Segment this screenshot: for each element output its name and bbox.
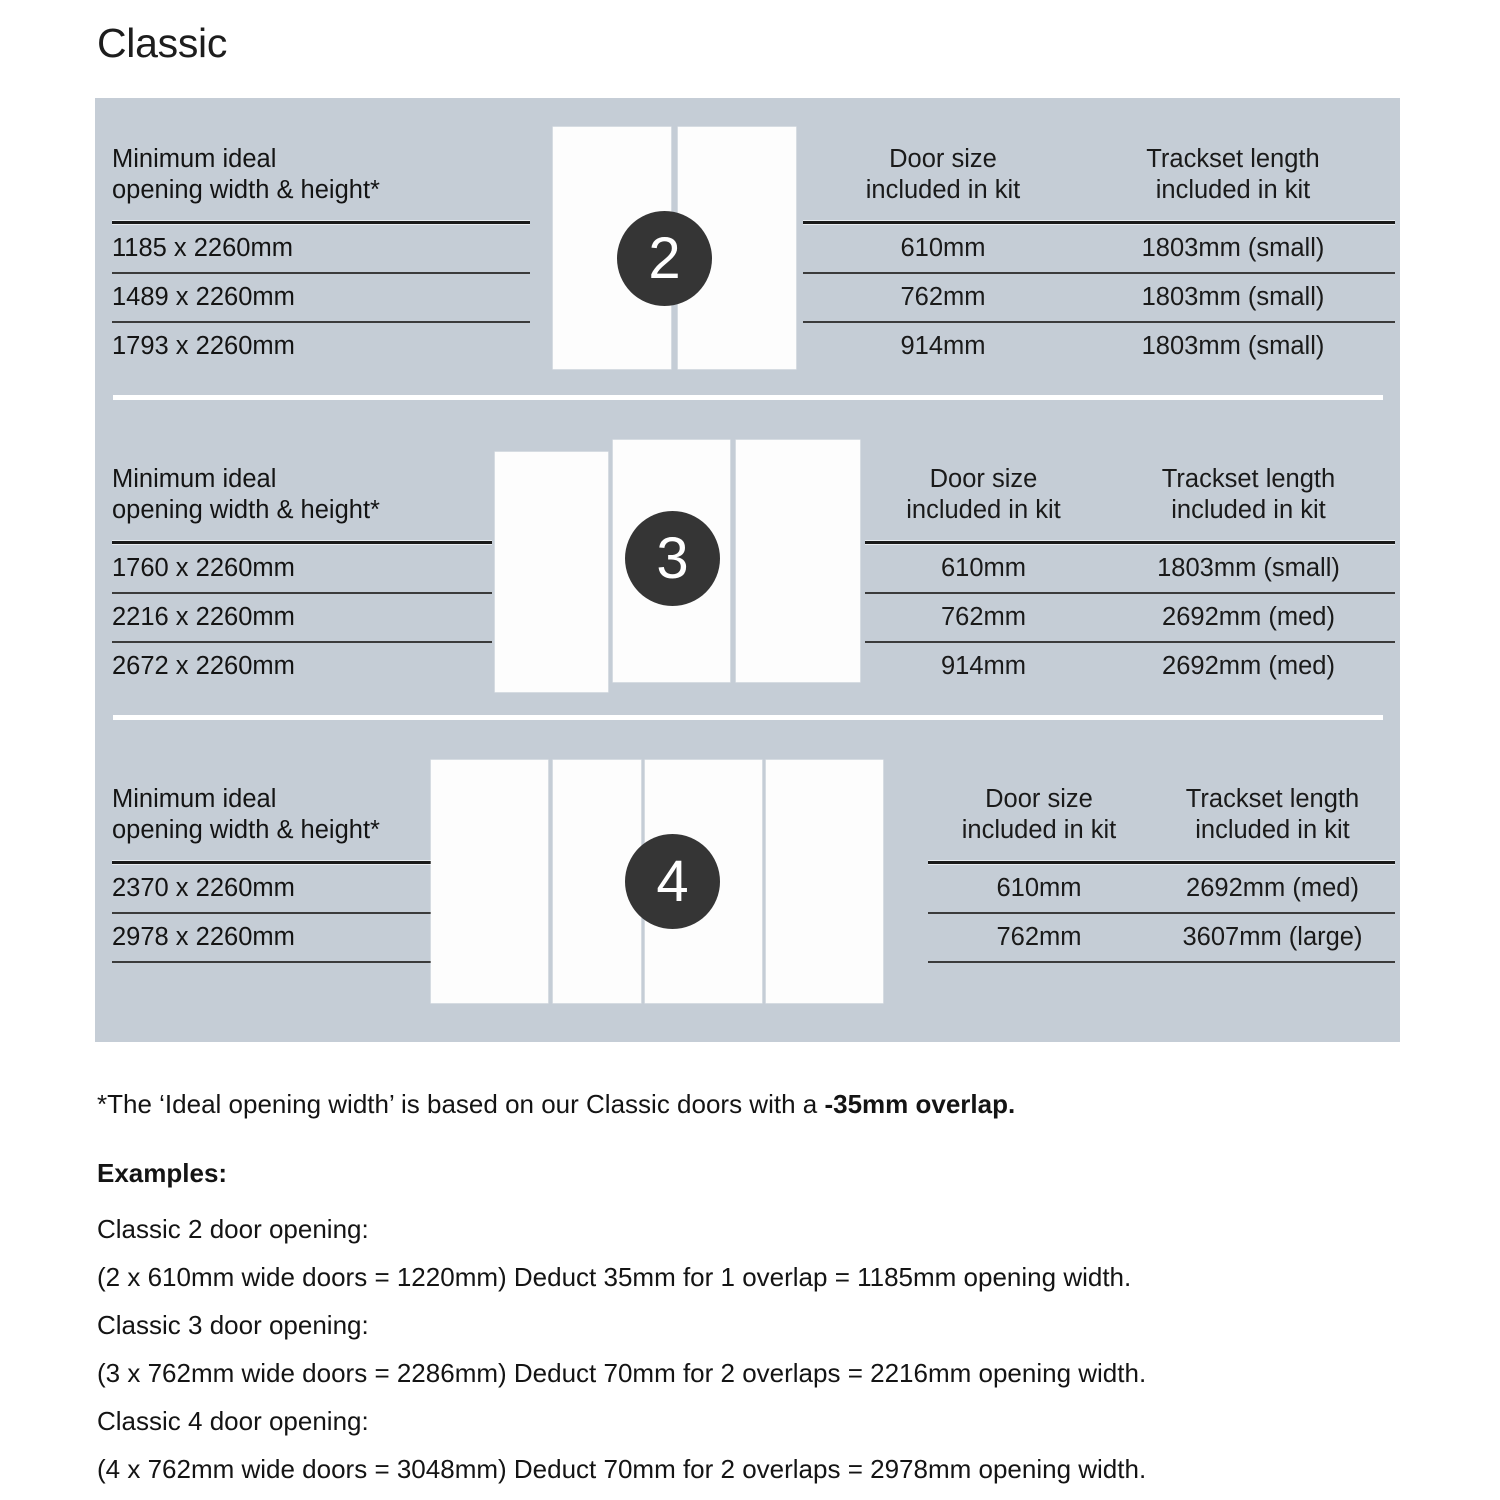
door-count-badge: 3 [625,511,720,606]
table-row: 1185 x 2260mm [112,234,293,262]
opening-column-header: Minimum ideal opening width & height* [112,785,380,844]
trackset-cell: 1803mm (small) [1141,283,1325,311]
trackset-cell: 2692mm (med) [1162,603,1335,631]
trackset-header: Trackset length included in kit [1146,145,1320,204]
rule-thin [928,912,1395,914]
example-line: Classic 3 door opening: [97,1310,369,1340]
rule-thin [112,961,434,963]
example-line: (4 x 762mm wide doors = 3048mm) Deduct 7… [97,1454,1147,1484]
door-panel [431,760,548,1003]
door-size-cell: 914mm [940,652,1027,680]
example-line: (3 x 762mm wide doors = 2286mm) Deduct 7… [97,1358,1147,1388]
rule-thin [865,641,1395,643]
sizing-table-panel: Minimum ideal opening width & height* 11… [95,98,1400,1042]
footnote-emphasis: -35mm overlap. [824,1089,1016,1119]
section-2-door: Minimum ideal opening width & height* 11… [95,98,1400,395]
section-divider [113,395,1383,400]
table-row: 610mm 1803mm (small) [865,545,1400,592]
opening-column-2: Minimum ideal opening width & height* 17… [112,464,542,690]
kit-column-headers: Door size included in kit Trackset lengt… [803,144,1400,206]
door-size-cell: 762mm [900,283,986,311]
section-divider [113,715,1383,720]
table-row: 762mm 3607mm (large) [928,914,1400,961]
table-row: 610mm 1803mm (small) [803,225,1400,272]
rule-thick [112,540,492,545]
opening-column-1: Minimum ideal opening width & height* 11… [112,144,542,370]
rule-thick [803,220,1395,225]
trackset-cell: 2692mm (med) [1162,652,1335,680]
door-size-cell: 762mm [996,923,1082,951]
trackset-cell: 1803mm (small) [1157,554,1340,582]
table-row: 1793 x 2260mm [112,332,295,360]
examples-heading: Examples: [97,1158,228,1188]
kit-columns-2: Door size included in kit Trackset lengt… [865,464,1400,690]
opening-column-header: Minimum ideal opening width & height* [112,145,380,204]
door-size-header: Door size included in kit [865,145,1021,204]
table-row: 1760 x 2260mm [112,554,295,582]
rule-thin [112,321,530,323]
door-size-cell: 762mm [940,603,1027,631]
rule-thin [865,592,1395,594]
rule-thin [112,592,492,594]
kit-rows-2: 610mm 1803mm (small) 762mm 2692mm (med) … [865,545,1400,690]
kit-rows-1: 610mm 1803mm (small) 762mm 1803mm (small… [803,225,1400,370]
table-row: 762mm 2692mm (med) [865,594,1400,641]
door-panel [495,452,608,692]
rule-thin [803,272,1395,274]
table-row: 914mm 2692mm (med) [865,643,1400,690]
rule-thick [112,860,434,865]
door-panel [766,760,883,1003]
door-size-header: Door size included in kit [906,465,1061,524]
page-title: Classic [97,20,228,66]
rule-thin [803,321,1395,323]
rule-thin [112,912,434,914]
kit-columns-1: Door size included in kit Trackset lengt… [803,144,1400,370]
trackset-header: Trackset length included in kit [1161,465,1336,524]
example-line: Classic 2 door opening: [97,1214,369,1244]
rule-thick [865,540,1395,545]
door-size-header: Door size included in kit [961,785,1117,844]
section-3-door: Minimum ideal opening width & height* 17… [95,418,1400,715]
opening-column-3: Minimum ideal opening width & height* 23… [112,784,542,963]
rule-thin [928,961,1395,963]
door-size-cell: 610mm [900,234,986,262]
rule-thick [112,220,530,225]
rule-thick [928,860,1395,865]
examples-list: Classic 2 door opening: (2 x 610mm wide … [97,1205,1417,1493]
door-size-cell: 610mm [940,554,1027,582]
table-row: 2978 x 2260mm [112,923,295,951]
rule-thin [112,641,492,643]
table-row: 610mm 2692mm (med) [928,865,1400,912]
kit-rows-3: 610mm 2692mm (med) 762mm 3607mm (large) [928,865,1400,963]
table-row: 2216 x 2260mm [112,603,295,631]
trackset-header: Trackset length included in kit [1185,785,1360,844]
example-line: (2 x 610mm wide doors = 1220mm) Deduct 3… [97,1262,1132,1292]
rule-thin [112,272,530,274]
opening-column-header: Minimum ideal opening width & height* [112,465,380,524]
door-panel [736,440,860,682]
table-row: 2370 x 2260mm [112,874,295,902]
footnote: *The ‘Ideal opening width’ is based on o… [97,1087,1015,1121]
trackset-cell: 3607mm (large) [1182,923,1363,951]
table-row: 762mm 1803mm (small) [803,274,1400,321]
section-4-door: Minimum ideal opening width & height* 23… [95,738,1400,1042]
trackset-cell: 2692mm (med) [1186,874,1359,902]
table-row: 2672 x 2260mm [112,652,295,680]
table-row: 1489 x 2260mm [112,283,295,311]
door-count-badge: 2 [617,211,712,306]
table-row: 914mm 1803mm (small) [803,323,1400,370]
kit-column-headers: Door size included in kit Trackset lengt… [865,464,1400,526]
example-line: Classic 4 door opening: [97,1406,369,1436]
footnote-text: *The ‘Ideal opening width’ is based on o… [97,1089,825,1119]
door-size-cell: 914mm [900,332,986,360]
trackset-cell: 1803mm (small) [1141,332,1325,360]
kit-columns-3: Door size included in kit Trackset lengt… [928,784,1400,963]
door-size-cell: 610mm [996,874,1082,902]
door-count-badge: 4 [625,834,720,929]
kit-column-headers: Door size included in kit Trackset lengt… [928,784,1400,846]
trackset-cell: 1803mm (small) [1141,234,1325,262]
